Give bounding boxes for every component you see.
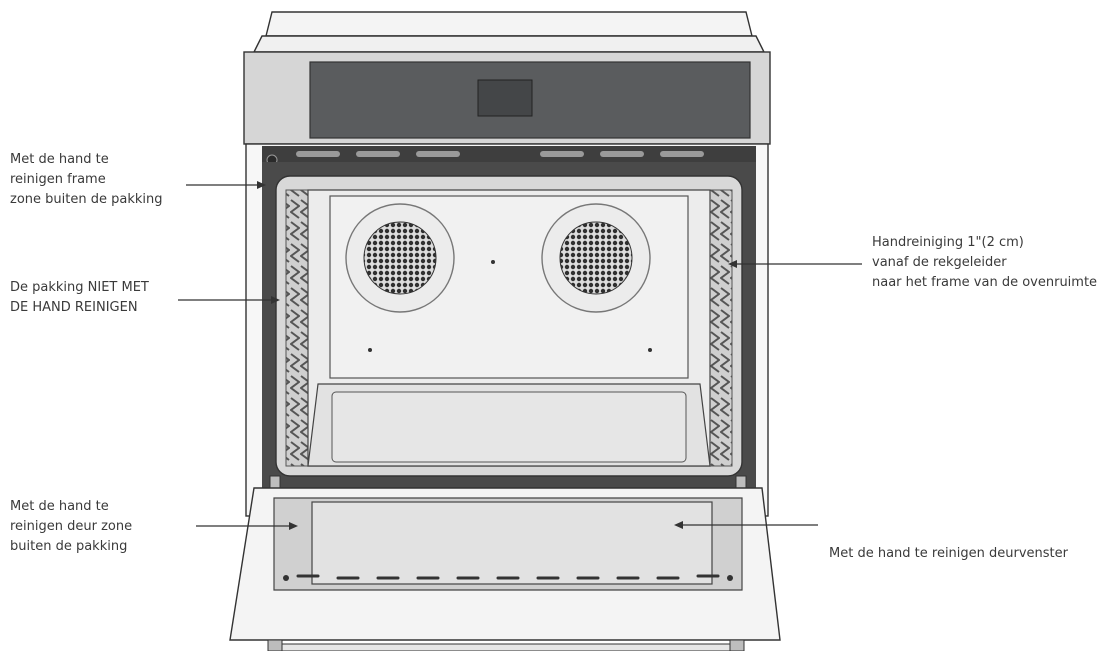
callout-rack-guide: Handreiniging 1"(2 cm) vanaf de rekgelei… xyxy=(872,233,1097,293)
oven-door xyxy=(229,487,781,641)
arrowhead-frame xyxy=(257,181,266,189)
oven-top-trim xyxy=(252,11,766,53)
callout-door-window: Met de hand te reinigen deurvenster xyxy=(829,544,1068,564)
arrowhead-door xyxy=(289,522,298,530)
callout-line: zone buiten de pakking xyxy=(10,192,163,207)
fan-right xyxy=(541,203,651,313)
callout-door-outside-gasket: Met de hand te reinigen deur zone buiten… xyxy=(10,497,132,557)
callout-line: reinigen deur zone xyxy=(10,519,133,534)
arrowhead-rack xyxy=(728,260,737,268)
callout-gasket: De pakking NIET MET DE HAND REINIGEN xyxy=(10,278,149,318)
callout-line: Met de hand te xyxy=(10,499,109,514)
arrowhead-window xyxy=(674,521,683,529)
callout-line: buiten de pakking xyxy=(10,539,128,554)
rack-guide-left xyxy=(285,189,309,467)
rack-guide-right xyxy=(709,189,733,467)
control-panel xyxy=(243,51,771,145)
callout-line: naar het frame van de ovenruimte xyxy=(872,275,1098,290)
callout-line: Met de hand te xyxy=(10,152,109,167)
cavity-screws xyxy=(368,260,652,352)
fan-left xyxy=(345,203,455,313)
callout-line: vanaf de rekgeleider xyxy=(872,255,1007,270)
callout-frame-outside-gasket: Met de hand te reinigen frame zone buite… xyxy=(10,150,162,210)
callout-line: Met de hand te reinigen deurvenster xyxy=(829,546,1069,561)
arrowhead-gasket xyxy=(271,296,280,304)
callout-line: De pakking NIET MET xyxy=(10,280,149,295)
callout-line: reinigen frame xyxy=(10,172,106,187)
callout-line: DE HAND REINIGEN xyxy=(10,300,138,315)
callout-line: Handreiniging 1"(2 cm) xyxy=(872,235,1024,250)
door-window xyxy=(311,501,713,585)
door-vent-slots xyxy=(296,574,720,580)
door-handle xyxy=(267,639,745,651)
